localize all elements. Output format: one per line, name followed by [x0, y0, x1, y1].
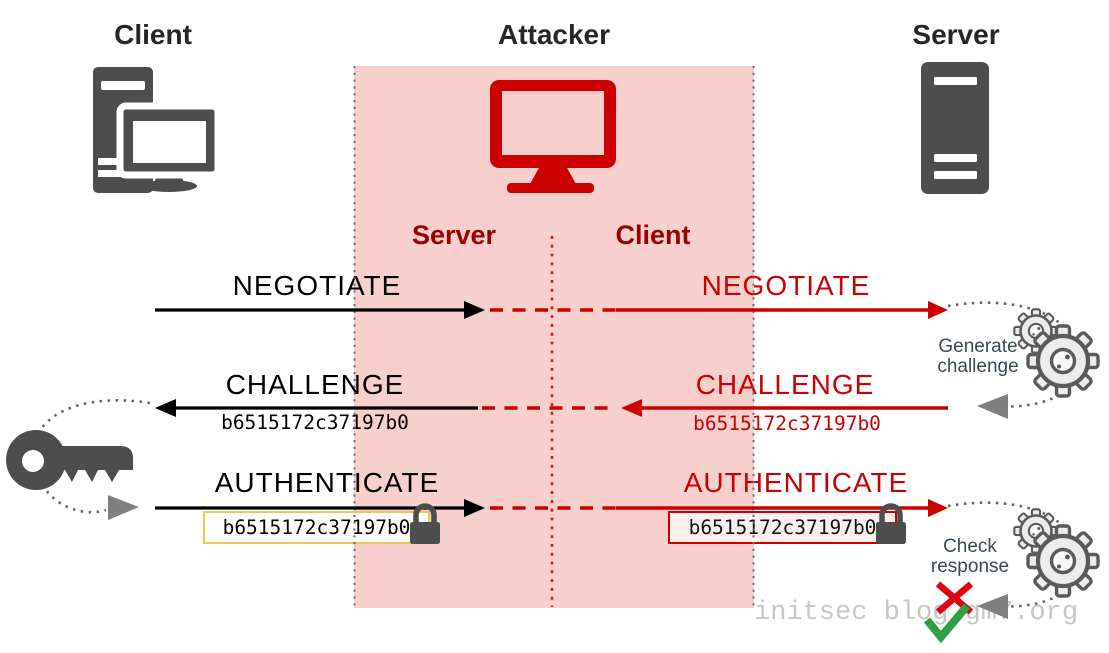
attacker-client-role-label: Client: [615, 220, 691, 250]
check-response-gears-icon: [1012, 507, 1098, 596]
authenticate-response-box-client: b6515172c37197b0: [203, 511, 430, 544]
generate-challenge-line2: challenge: [937, 356, 1019, 377]
check-response-note: Check response: [931, 537, 1009, 577]
generate-challenge-arc-arrowhead: [977, 394, 1008, 419]
authenticate-label-client-side: AUTHENTICATE: [214, 467, 440, 498]
challenge-value-server-side: b6515172c37197b0: [693, 412, 881, 435]
client-workstation-icon: [93, 67, 222, 193]
attacker-heading: Attacker: [497, 19, 611, 50]
client-heading: Client: [114, 19, 192, 50]
server-tower-icon: [921, 62, 989, 194]
challenge-label-client-side: CHALLENGE: [225, 369, 405, 400]
negotiate-label-client-side: NEGOTIATE: [232, 270, 402, 301]
key-usage-arc-arrowhead: [108, 495, 139, 520]
server-heading: Server: [912, 19, 1000, 50]
key-icon: [6, 430, 133, 490]
generate-challenge-gears-icon: [1012, 307, 1098, 396]
check-response-line2: response: [930, 556, 1010, 577]
negotiate-label-server-side: NEGOTIATE: [701, 270, 871, 301]
attacker-server-role-label: Server: [411, 220, 497, 250]
generate-challenge-note: Generate challenge: [937, 337, 1018, 377]
key-usage-arc: [32, 399, 151, 514]
authenticate-label-server-side: AUTHENTICATE: [683, 467, 909, 498]
challenge-label-server-side: CHALLENGE: [695, 369, 875, 400]
watermark-text: initsec blog.gm7.org: [754, 598, 1079, 628]
check-response-line1: Check: [943, 536, 997, 557]
authenticate-response-box-relayed: b6515172c37197b0: [668, 511, 897, 544]
generate-challenge-line1: Generate: [938, 336, 1018, 357]
challenge-value-client-side: b6515172c37197b0: [221, 411, 409, 434]
